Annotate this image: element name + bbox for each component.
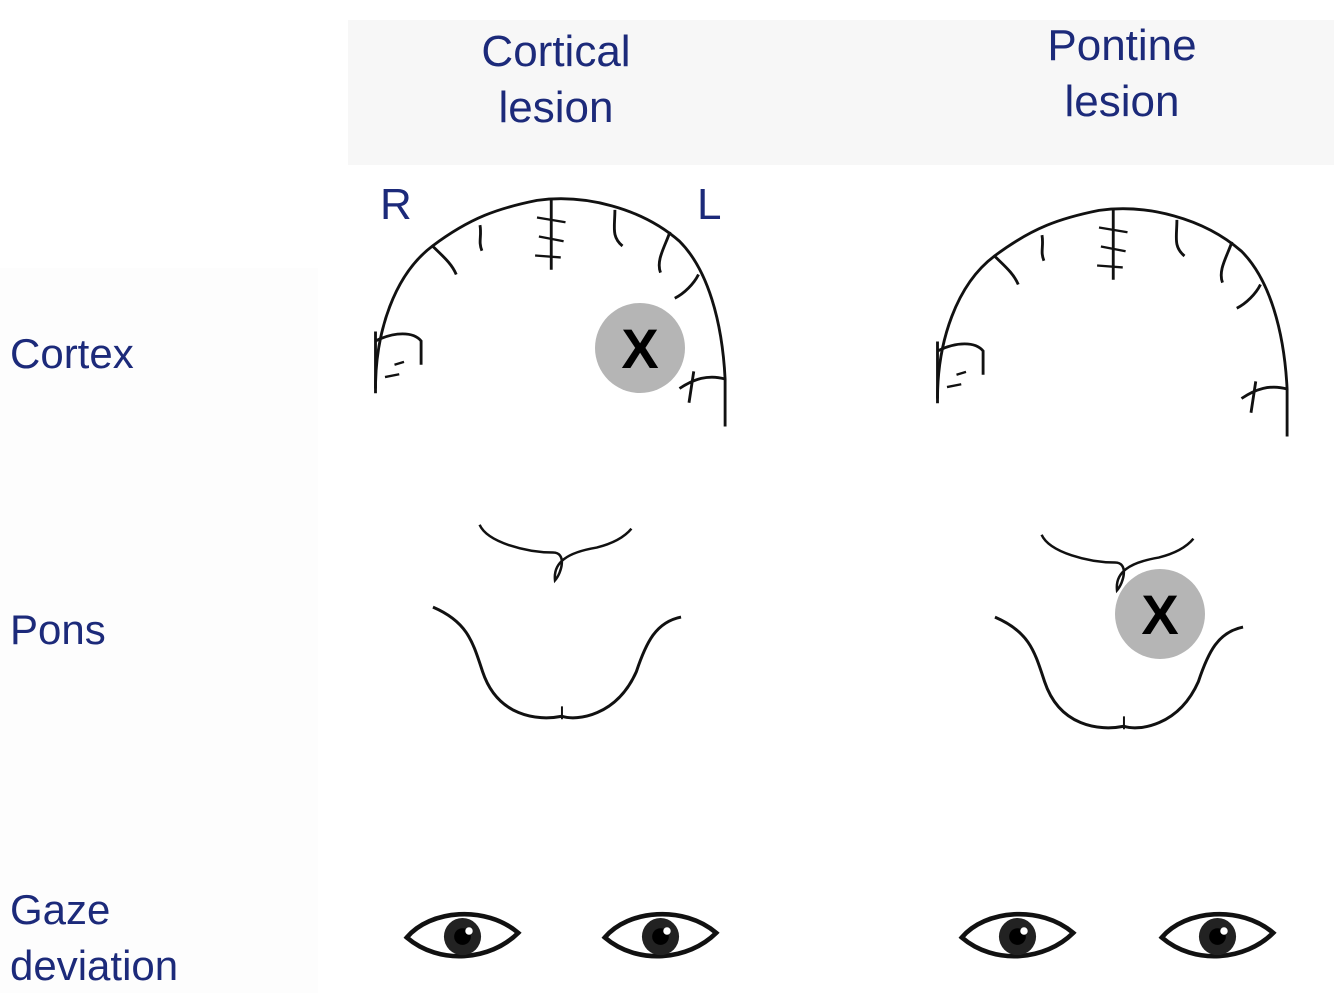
cortical-lesion-marker: X bbox=[595, 303, 685, 393]
pontine-brain bbox=[938, 209, 1288, 437]
pontine-lesion-marker: X bbox=[1115, 569, 1205, 659]
pontine-lesion-x: X bbox=[1141, 583, 1178, 646]
cortical-brain bbox=[376, 199, 726, 427]
cortical-gaze-eyes bbox=[407, 914, 716, 956]
pontine-gaze-eyes bbox=[962, 914, 1273, 956]
cortical-pons bbox=[433, 525, 681, 719]
cortical-lesion-x: X bbox=[621, 317, 658, 380]
